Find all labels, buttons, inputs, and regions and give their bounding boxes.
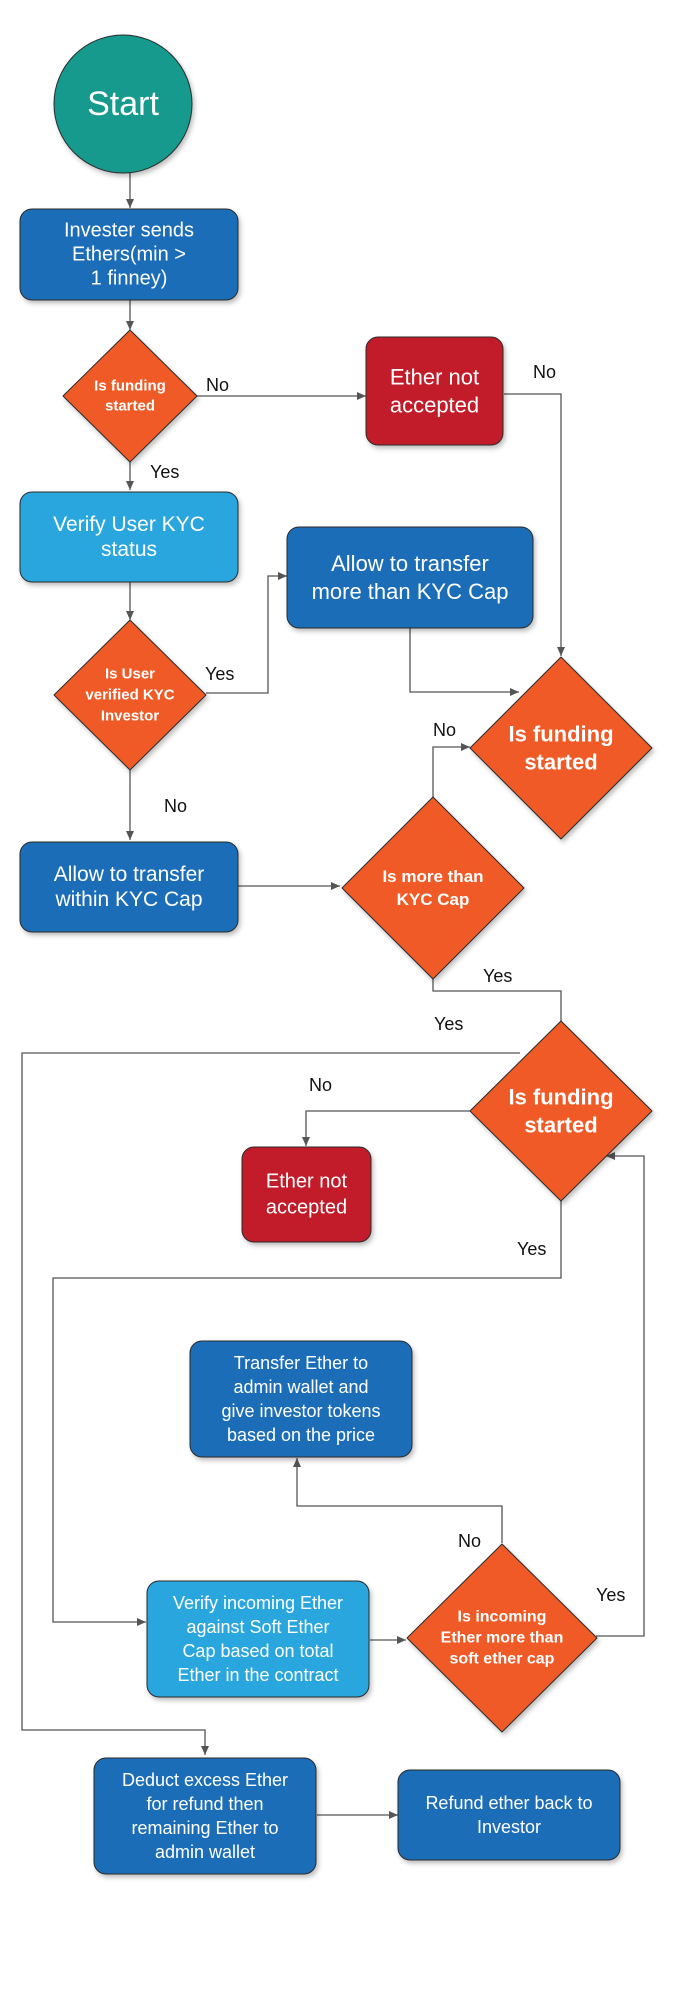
- node-start-label-1: Start: [87, 85, 159, 123]
- node-investor-sends-label-3: 1 finney): [91, 268, 168, 290]
- edge-is-incoming-more-no-to-transfer-ether: [293, 1458, 503, 1543]
- node-start: Start: [53, 34, 193, 174]
- node-deduct-excess-label-1: Deduct excess Ether: [122, 1770, 288, 1790]
- node-allow-more-kyc-label-2: more than KYC Cap: [312, 579, 509, 604]
- edge-label-no-funding3: No: [309, 1075, 332, 1095]
- edge-label-no-ether-not-accepted: No: [533, 362, 556, 382]
- node-is-funding-1-label-1: Is funding: [94, 378, 166, 395]
- node-is-funding-2-label-2: started: [524, 750, 597, 775]
- node-is-incoming-more-label-3: soft ether cap: [450, 1651, 555, 1668]
- node-is-funding-3: Is funding started: [469, 1020, 653, 1202]
- node-transfer-ether-label-1: Transfer Ether to: [234, 1353, 368, 1373]
- edge-label-no-funding1: No: [206, 375, 229, 395]
- node-is-incoming-more-label-1: Is incoming: [458, 1609, 547, 1626]
- node-deduct-excess-label-4: admin wallet: [155, 1842, 255, 1862]
- edge-funding3-no-to-ether-not-accepted2: [302, 1110, 470, 1146]
- node-verify-kyc-label-2: status: [101, 538, 157, 561]
- edge-is-more-kyc-yes-to-funding3: [432, 978, 562, 1022]
- node-refund-ether: Refund ether back to Investor: [397, 1769, 621, 1861]
- node-ether-not-accepted-1-label-2: accepted: [390, 393, 479, 418]
- node-verify-incoming-shape: [146, 1580, 370, 1698]
- node-is-more-kyc-label-1: Is more than: [382, 867, 483, 886]
- node-allow-more-kyc: Allow to transfer more than KYC Cap: [286, 526, 534, 629]
- edge-label-no-is-incoming-more: No: [458, 1531, 481, 1551]
- edge-user-verified-yes-to-allow-more: [206, 572, 287, 694]
- node-is-more-kyc-shape: [341, 796, 525, 980]
- edge-label-yes-funding1: Yes: [150, 462, 179, 482]
- node-investor-sends-label-2: Ethers(min >: [72, 244, 186, 266]
- edge-label-yes-funding3-down: Yes: [517, 1239, 546, 1259]
- node-is-funding-2-shape: [469, 656, 653, 840]
- node-is-user-verified: Is User verified KYC Investor: [53, 619, 207, 771]
- node-is-user-verified-label-2: verified KYC: [85, 687, 174, 704]
- edge-ether-not-accepted-no-to-funding2: [504, 393, 565, 656]
- node-verify-incoming-label-3: Cap based on total: [182, 1641, 333, 1661]
- node-investor-sends-shape: [19, 208, 239, 301]
- node-ether-not-accepted-2: Ether not accepted: [241, 1146, 372, 1243]
- node-is-funding-1-label-2: started: [105, 398, 155, 415]
- node-transfer-ether-label-3: give investor tokens: [221, 1401, 380, 1421]
- node-is-funding-3-label-1: Is funding: [508, 1085, 613, 1110]
- node-is-funding-1: Is funding started: [62, 329, 198, 463]
- node-is-user-verified-label-1: Is User: [105, 666, 155, 683]
- node-allow-within-kyc-label-1: Allow to transfer: [54, 863, 205, 886]
- edge-label-yes-is-incoming-more: Yes: [596, 1585, 625, 1605]
- edge-funding3-yes-left-bus: [21, 1052, 520, 1755]
- edge-label-yes-funding3-left: Yes: [434, 1014, 463, 1034]
- node-is-funding-2: Is funding started: [469, 656, 653, 840]
- node-ether-not-accepted-2-label-2: accepted: [266, 1197, 347, 1219]
- node-transfer-ether-shape: [189, 1340, 413, 1458]
- node-transfer-ether: Transfer Ether to admin wallet and give in…: [189, 1340, 413, 1458]
- edge-funding3-yes-to-verify-incoming: [52, 1200, 562, 1626]
- node-refund-ether-label-2: Investor: [477, 1817, 541, 1837]
- edge-label-yes-is-more-kyc: Yes: [483, 966, 512, 986]
- node-is-funding-3-shape: [469, 1020, 653, 1202]
- node-verify-kyc-shape: [19, 491, 239, 583]
- edge-label-no-is-more-kyc: No: [433, 720, 456, 740]
- node-deduct-excess-label-3: remaining Ether to: [131, 1818, 278, 1838]
- node-deduct-excess: Deduct excess Ether for refund then remain…: [93, 1757, 317, 1875]
- node-is-funding-2-label-1: Is funding: [508, 722, 613, 747]
- node-is-more-kyc-label-2: KYC Cap: [397, 890, 470, 909]
- node-is-funding-3-label-2: started: [524, 1113, 597, 1138]
- node-refund-ether-label-1: Refund ether back to: [425, 1793, 592, 1813]
- node-verify-incoming: Verify incoming Ether against Soft EtherC…: [146, 1580, 370, 1698]
- node-allow-within-kyc-shape: [19, 841, 239, 933]
- node-ether-not-accepted-1: Ether not accepted: [365, 336, 504, 446]
- node-ether-not-accepted-2-shape: [241, 1146, 372, 1243]
- edge-is-incoming-more-yes-to-funding3: [596, 1152, 645, 1637]
- node-is-incoming-more-shape: [406, 1543, 598, 1733]
- node-allow-more-kyc-label-1: Allow to transfer: [331, 551, 489, 576]
- node-deduct-excess-label-2: for refund then: [146, 1794, 263, 1814]
- node-verify-kyc-label-1: Verify User KYC: [53, 513, 205, 536]
- node-transfer-ether-label-4: based on the price: [227, 1425, 375, 1445]
- edge-allow-more-to-funding2: [409, 628, 519, 696]
- node-allow-more-kyc-shape: [286, 526, 534, 629]
- node-is-funding-1-shape: [62, 329, 198, 463]
- node-is-user-verified-shape: [53, 619, 207, 771]
- node-verify-incoming-label-2: against Soft Ether: [186, 1617, 329, 1637]
- node-transfer-ether-label-2: admin wallet and: [233, 1377, 368, 1397]
- node-investor-sends-label-1: Invester sends: [64, 220, 194, 242]
- node-is-incoming-more-label-2: Ether more than: [441, 1630, 564, 1647]
- edge-is-more-kyc-no-to-funding2: [432, 743, 470, 797]
- node-allow-within-kyc-label-2: within KYC Cap: [54, 888, 202, 911]
- node-ether-not-accepted-1-shape: [365, 336, 504, 446]
- node-refund-ether-shape: [397, 1769, 621, 1861]
- node-is-user-verified-label-3: Investor: [101, 708, 160, 725]
- node-ether-not-accepted-2-label-1: Ether not: [266, 1171, 348, 1193]
- node-ether-not-accepted-1-label-1: Ether not: [390, 365, 479, 390]
- node-verify-incoming-label-1: Verify incoming Ether: [173, 1593, 343, 1613]
- edge-label-yes-user-verified: Yes: [205, 664, 234, 684]
- node-verify-incoming-label-4: Ether in the contract: [177, 1665, 338, 1685]
- edge-label-no-user-verified: No: [164, 796, 187, 816]
- node-deduct-excess-shape: [93, 1757, 317, 1875]
- node-start-shape: [53, 34, 193, 174]
